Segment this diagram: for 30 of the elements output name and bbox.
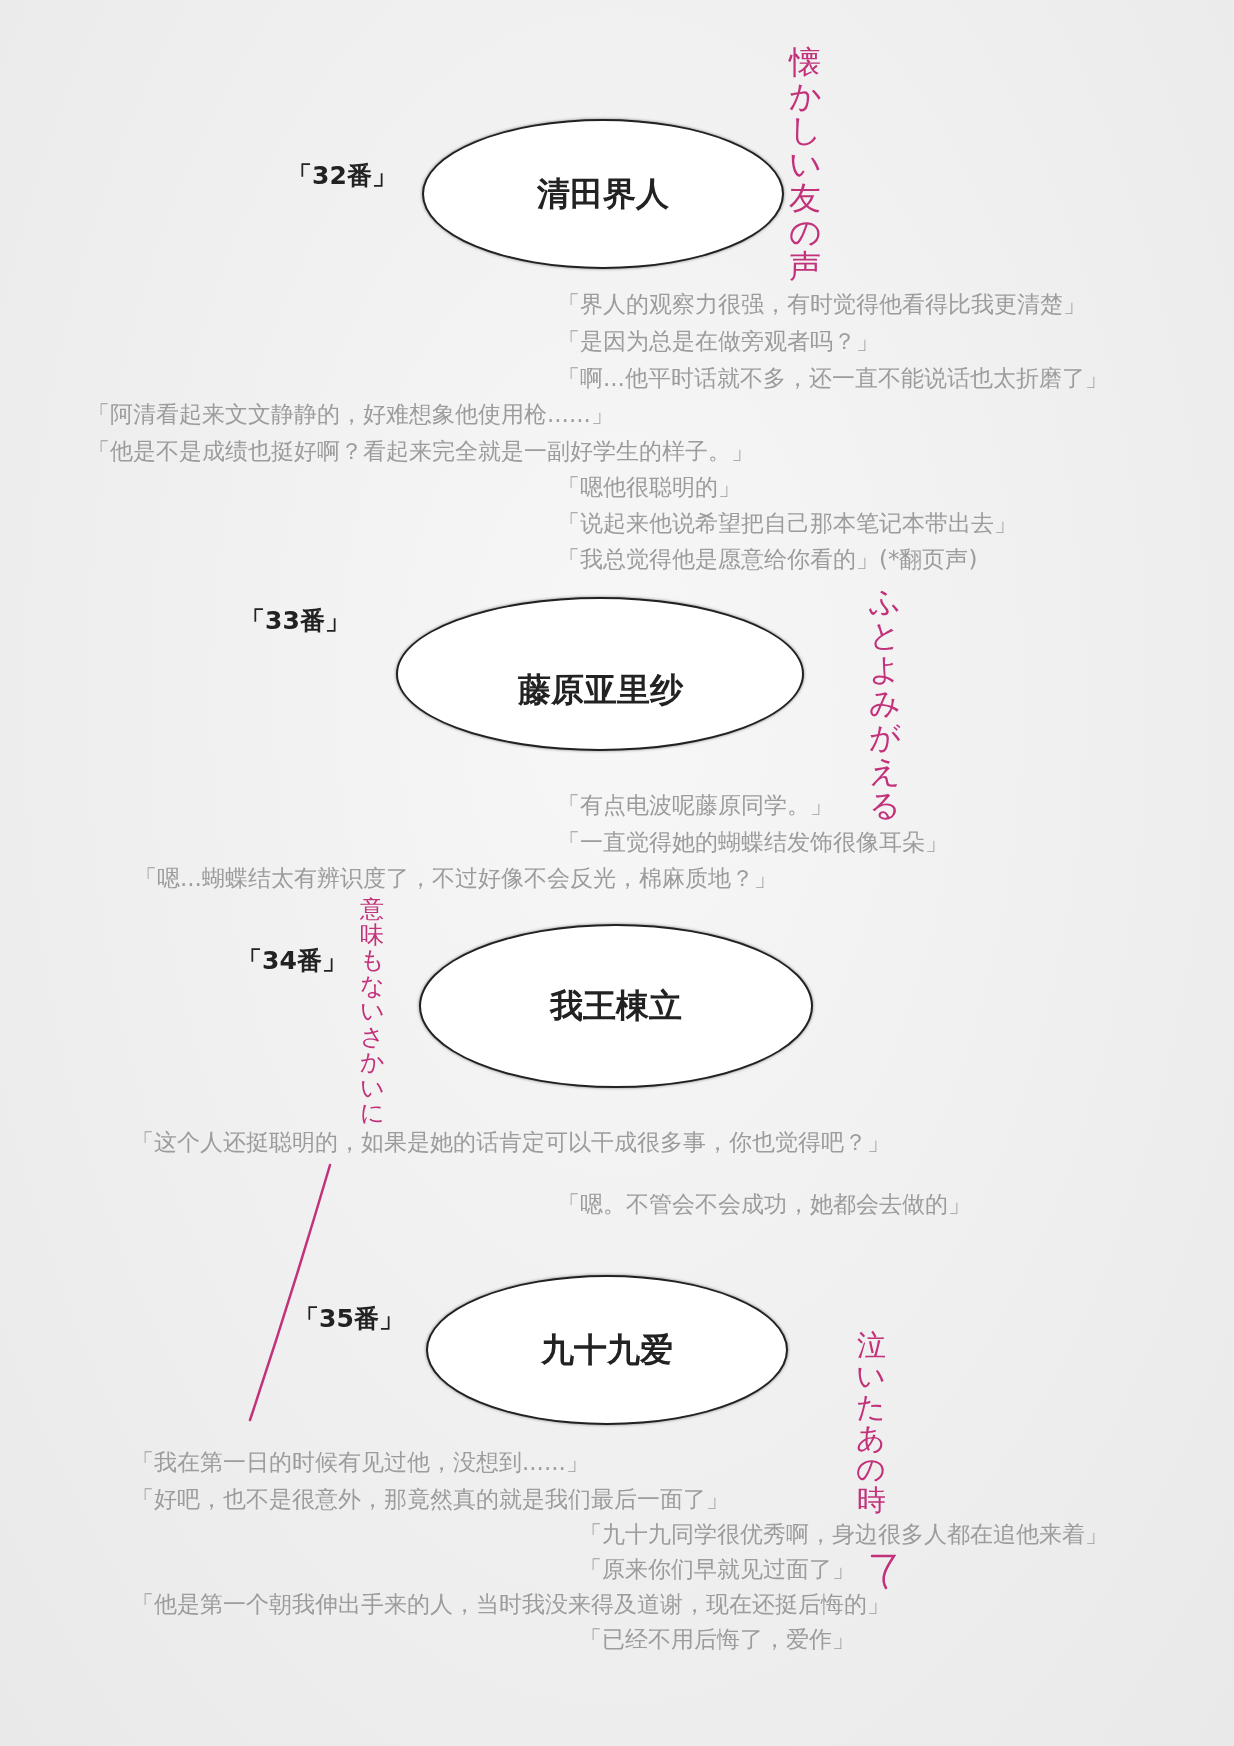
dialogue-line: 「是因为总是在做旁观者吗？」 xyxy=(557,327,879,356)
name-ellipse: 我王棟立 xyxy=(419,924,813,1088)
dialogue-line: 「嗯。不管会不会成功，她都会去做的」 xyxy=(557,1190,971,1219)
dialogue-line: 「我总觉得他是愿意给你看的」(*翻页声) xyxy=(557,545,978,574)
dialogue-line: 「说起来他说希望把自己那本笔记本带出去」 xyxy=(557,509,1017,538)
dialogue-line: 「一直觉得她的蝴蝶结发饰很像耳朵」 xyxy=(557,828,948,857)
dialogue-line: 「嗯...蝴蝶结太有辨识度了，不过好像不会反光，棉麻质地？」 xyxy=(134,864,777,893)
dialogue-line: 「好吧，也不是很意外，那竟然真的就是我们最后一面了」 xyxy=(131,1485,729,1514)
dialogue-line: 「我在第一日的时候有见过他，没想到......」 xyxy=(131,1448,589,1477)
number-label: 「34番」 xyxy=(237,944,347,977)
name-ellipse: 九十九爱 xyxy=(426,1275,788,1425)
dialogue-line: 「嗯他很聪明的」 xyxy=(557,473,741,502)
dialogue-line: 「他是第一个朝我伸出手来的人，当时我没来得及道谢，现在还挺后悔的」 xyxy=(131,1590,890,1619)
dialogue-line: 「有点电波呢藤原同学。」 xyxy=(557,791,833,820)
dialogue-line: 「阿清看起来文文静静的，好难想象他使用枪......」 xyxy=(87,400,614,429)
dialogue-line: 「他是不是成绩也挺好啊？看起来完全就是一副好学生的样子。」 xyxy=(87,437,754,466)
number-label: 「35番」 xyxy=(294,1302,404,1335)
number-label: 「32番」 xyxy=(287,159,397,192)
dialogue-line: 「原来你们早就见过面了」 xyxy=(579,1555,855,1584)
dialogue-line: 「已经不用后悔了，爱作」 xyxy=(579,1625,855,1654)
name-ellipse: 清田界人 xyxy=(422,119,784,269)
dialogue-line: 「九十九同学很优秀啊，身边很多人都在追他来着」 xyxy=(579,1520,1108,1549)
handwritten-lyric: ふとよみがえる xyxy=(868,584,902,822)
handwritten-lyric: 意味もないさかいに xyxy=(359,897,385,1127)
dialogue-line: 「这个人还挺聪明的，如果是她的话肯定可以干成很多事，你也觉得吧？」 xyxy=(131,1128,890,1157)
number-label: 「33番」 xyxy=(240,604,350,637)
handwritten-lyric: 泣いたあの時 xyxy=(855,1330,887,1516)
dialogue-line: 「界人的观察力很强，有时觉得他看得比我更清楚」 xyxy=(557,290,1086,319)
dialogue-line: 「啊...他平时话就不多，还一直不能说话也太折磨了」 xyxy=(557,364,1108,393)
name-ellipse: 藤原亚里纱 xyxy=(396,597,804,751)
